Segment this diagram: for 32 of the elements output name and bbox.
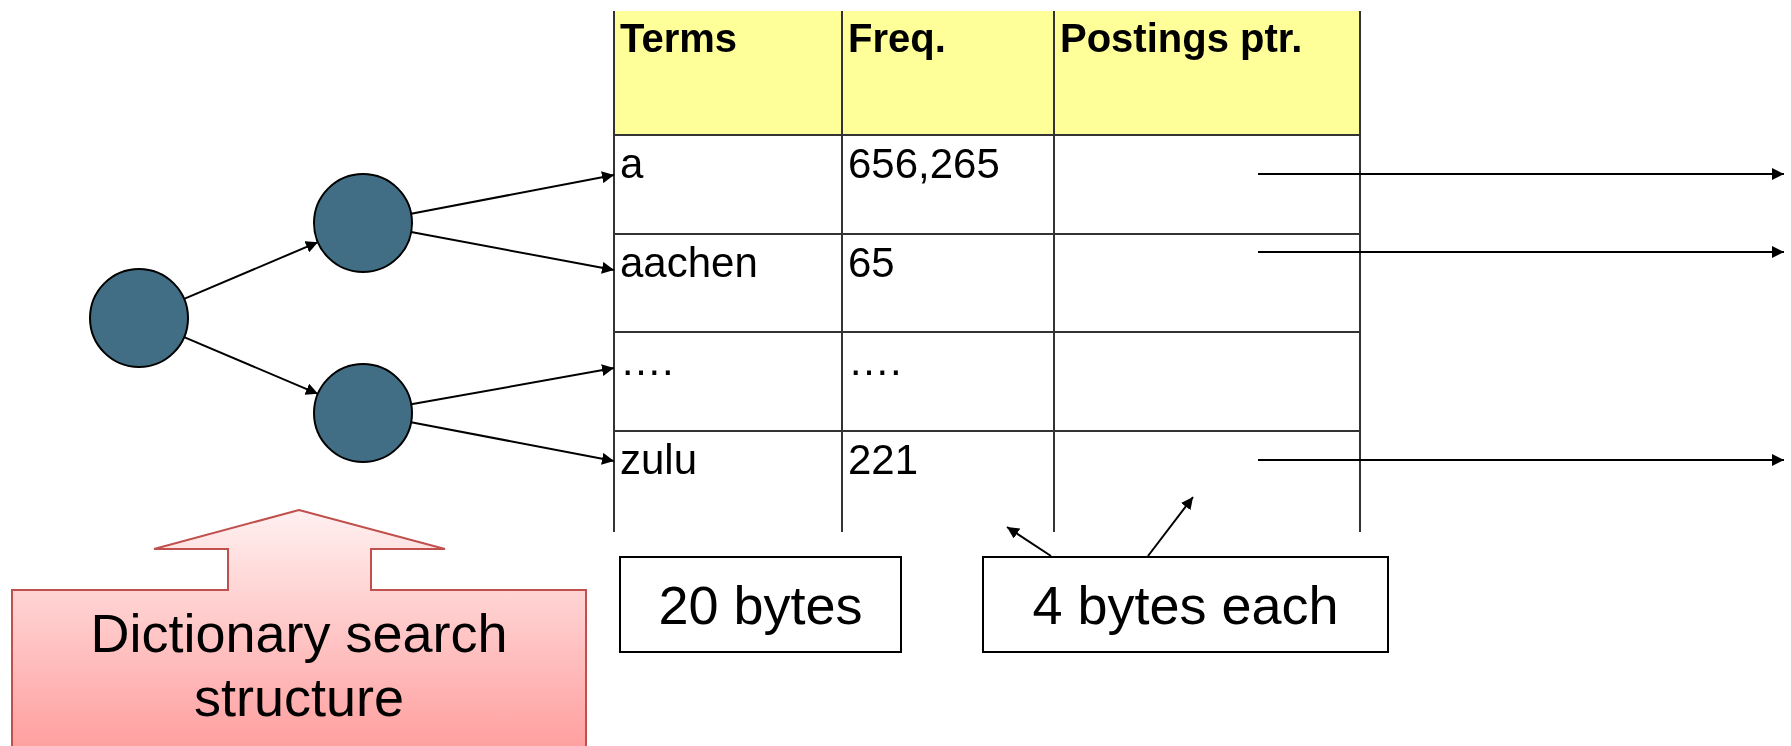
table-cell: zulu	[614, 431, 842, 532]
table-cell: a	[614, 135, 842, 234]
arrow	[183, 336, 319, 395]
tree-node-circle	[88, 267, 190, 369]
table-cell: ….	[614, 332, 842, 431]
callout-arrow	[11, 509, 587, 746]
arrow	[1006, 526, 1052, 557]
arrow	[410, 171, 615, 215]
arrow	[410, 364, 615, 406]
column-header: Freq.	[847, 15, 947, 62]
note-box: 4 bytes each	[982, 556, 1389, 653]
column-header: Postings ptr.	[1059, 15, 1304, 62]
table-cell-text: 221	[847, 435, 920, 485]
arrow	[410, 421, 615, 465]
table-cell-text: 656,265	[847, 139, 1001, 189]
table-cell	[1053, 233, 1361, 333]
arrow	[183, 241, 319, 300]
arrow	[410, 231, 615, 274]
table-cell: aachen	[614, 234, 842, 332]
tree-node-circle	[312, 172, 414, 274]
callout-text: Dictionary search structure	[89, 602, 509, 729]
tree-node-circle	[312, 362, 414, 464]
arrow	[1257, 454, 1785, 466]
table-cell-text: ….	[847, 336, 903, 386]
table-cell	[1053, 430, 1361, 532]
column-header: Terms	[619, 15, 739, 62]
arrow	[1147, 496, 1194, 557]
table-cell	[1053, 134, 1361, 235]
note-box: 20 bytes	[619, 556, 902, 653]
arrow	[1257, 168, 1785, 180]
arrow	[1257, 246, 1785, 258]
table-cell-text: 65	[847, 238, 896, 288]
